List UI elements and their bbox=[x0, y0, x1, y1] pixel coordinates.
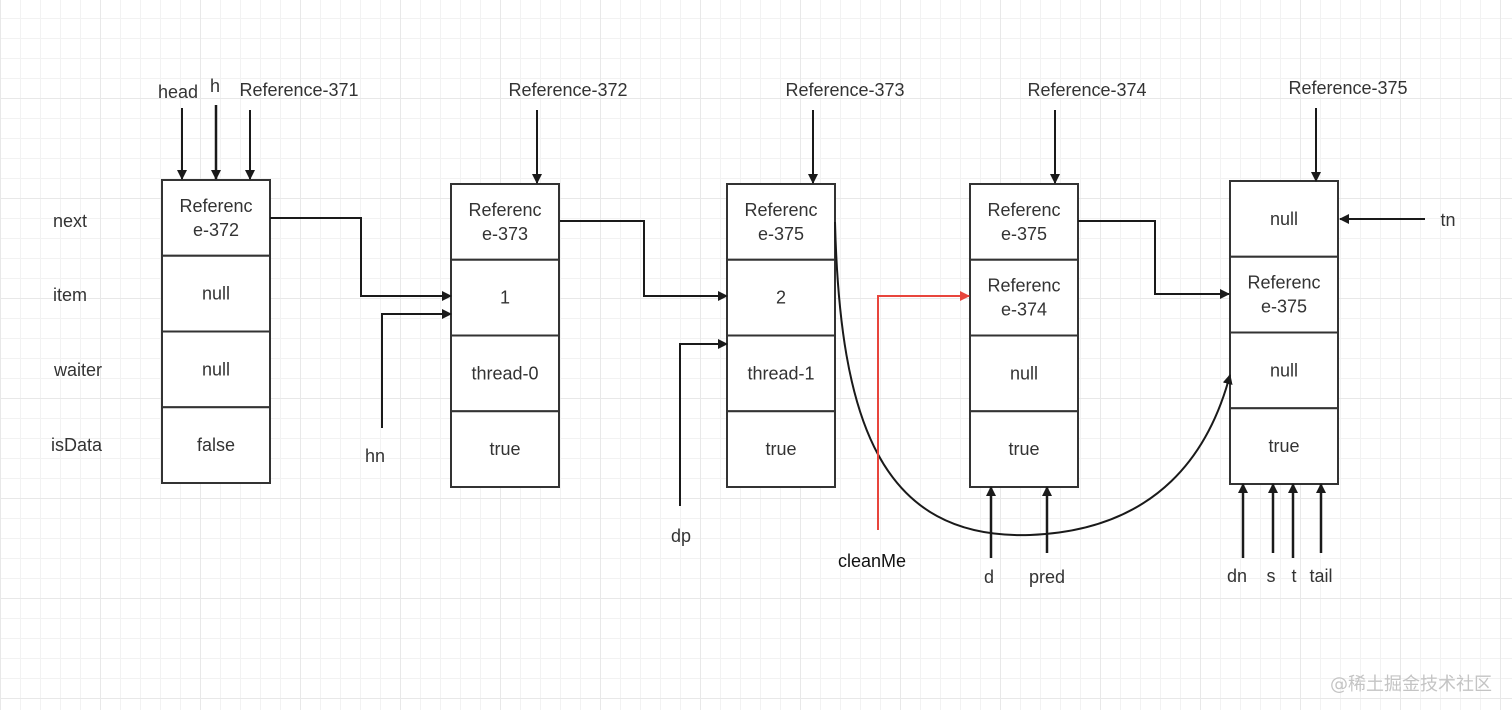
pointer-label-s: s bbox=[1267, 566, 1276, 586]
pointer-label-reference-372: Reference-372 bbox=[508, 80, 627, 100]
top-pointer-labels: head h Reference-371 Reference-372 Refer… bbox=[158, 76, 1408, 102]
cell-isdata bbox=[161, 406, 271, 484]
next-links bbox=[270, 217, 1233, 537]
pointer-label-pred: pred bbox=[1029, 567, 1065, 587]
cell-item bbox=[161, 254, 271, 333]
cell-item bbox=[969, 258, 1079, 337]
cell-waiter-value: thread-0 bbox=[471, 363, 538, 383]
arrow-hn bbox=[381, 309, 452, 428]
cell-next bbox=[161, 179, 271, 257]
link-372-to-373 bbox=[560, 220, 728, 301]
pointer-label-dn: dn bbox=[1227, 566, 1247, 586]
side-pointers bbox=[381, 214, 1425, 506]
cell-waiter bbox=[450, 334, 560, 413]
cell-isdata-value: true bbox=[1008, 439, 1039, 459]
cell-isdata-value: false bbox=[197, 435, 235, 455]
cell-isdata-value: true bbox=[1268, 436, 1299, 456]
cell-next bbox=[969, 183, 1079, 261]
cell-waiter bbox=[1229, 331, 1339, 410]
pointer-label-h: h bbox=[210, 76, 220, 96]
cell-item-value: 1 bbox=[500, 288, 510, 308]
cell-waiter-value: thread-1 bbox=[747, 363, 814, 383]
link-373-to-375-curve bbox=[834, 221, 1233, 537]
top-pointer-arrows bbox=[177, 105, 1321, 184]
arrow-dp bbox=[679, 339, 728, 506]
pointer-label-tail: tail bbox=[1309, 566, 1332, 586]
cell-item-value: null bbox=[202, 284, 230, 304]
cell-isdata bbox=[1229, 407, 1339, 485]
link-371-to-372 bbox=[270, 217, 452, 301]
cell-isdata bbox=[450, 410, 560, 488]
watermark: @稀土掘金技术社区 bbox=[1330, 674, 1492, 695]
link-374-to-375 bbox=[1078, 220, 1230, 299]
cell-next bbox=[450, 183, 560, 261]
pointer-label-tn: tn bbox=[1440, 210, 1455, 230]
cell-next-value: null bbox=[1270, 209, 1298, 229]
cell-isdata bbox=[726, 410, 836, 488]
cell-waiter-value: null bbox=[202, 359, 230, 379]
row-labels: next item waiter isData bbox=[51, 211, 103, 455]
row-label-waiter: waiter bbox=[53, 360, 102, 380]
cell-item bbox=[726, 258, 836, 337]
pointer-label-t: t bbox=[1291, 566, 1296, 586]
pointer-label-dp: dp bbox=[671, 526, 691, 546]
pointer-label-reference-374: Reference-374 bbox=[1027, 80, 1146, 100]
cell-isdata bbox=[969, 410, 1079, 488]
arrow-cleanme bbox=[877, 291, 970, 530]
cell-next bbox=[1229, 180, 1339, 258]
row-label-next: next bbox=[53, 211, 87, 231]
pointer-label-head: head bbox=[158, 82, 198, 102]
row-label-item: item bbox=[53, 285, 87, 305]
cell-isdata-value: true bbox=[489, 439, 520, 459]
pointer-labels: hn dp cleanMe tn d pred dn s t tail bbox=[365, 210, 1456, 587]
cell-item-value: 2 bbox=[776, 288, 786, 308]
pointer-label-hn: hn bbox=[365, 446, 385, 466]
cell-waiter-value: null bbox=[1010, 363, 1038, 383]
row-label-isdata: isData bbox=[51, 435, 103, 455]
pointer-label-reference-375: Reference-375 bbox=[1288, 78, 1407, 98]
cell-waiter bbox=[161, 330, 271, 409]
cell-waiter-value: null bbox=[1270, 360, 1298, 380]
cell-next bbox=[726, 183, 836, 261]
pointer-label-cleanme: cleanMe bbox=[838, 551, 906, 571]
cell-isdata-value: true bbox=[765, 439, 796, 459]
cell-item bbox=[1229, 255, 1339, 334]
bottom-pointer-arrows bbox=[986, 483, 1326, 558]
pointer-label-d: d bbox=[984, 567, 994, 587]
pointer-label-reference-373: Reference-373 bbox=[785, 80, 904, 100]
pointer-label-reference-371: Reference-371 bbox=[239, 80, 358, 100]
